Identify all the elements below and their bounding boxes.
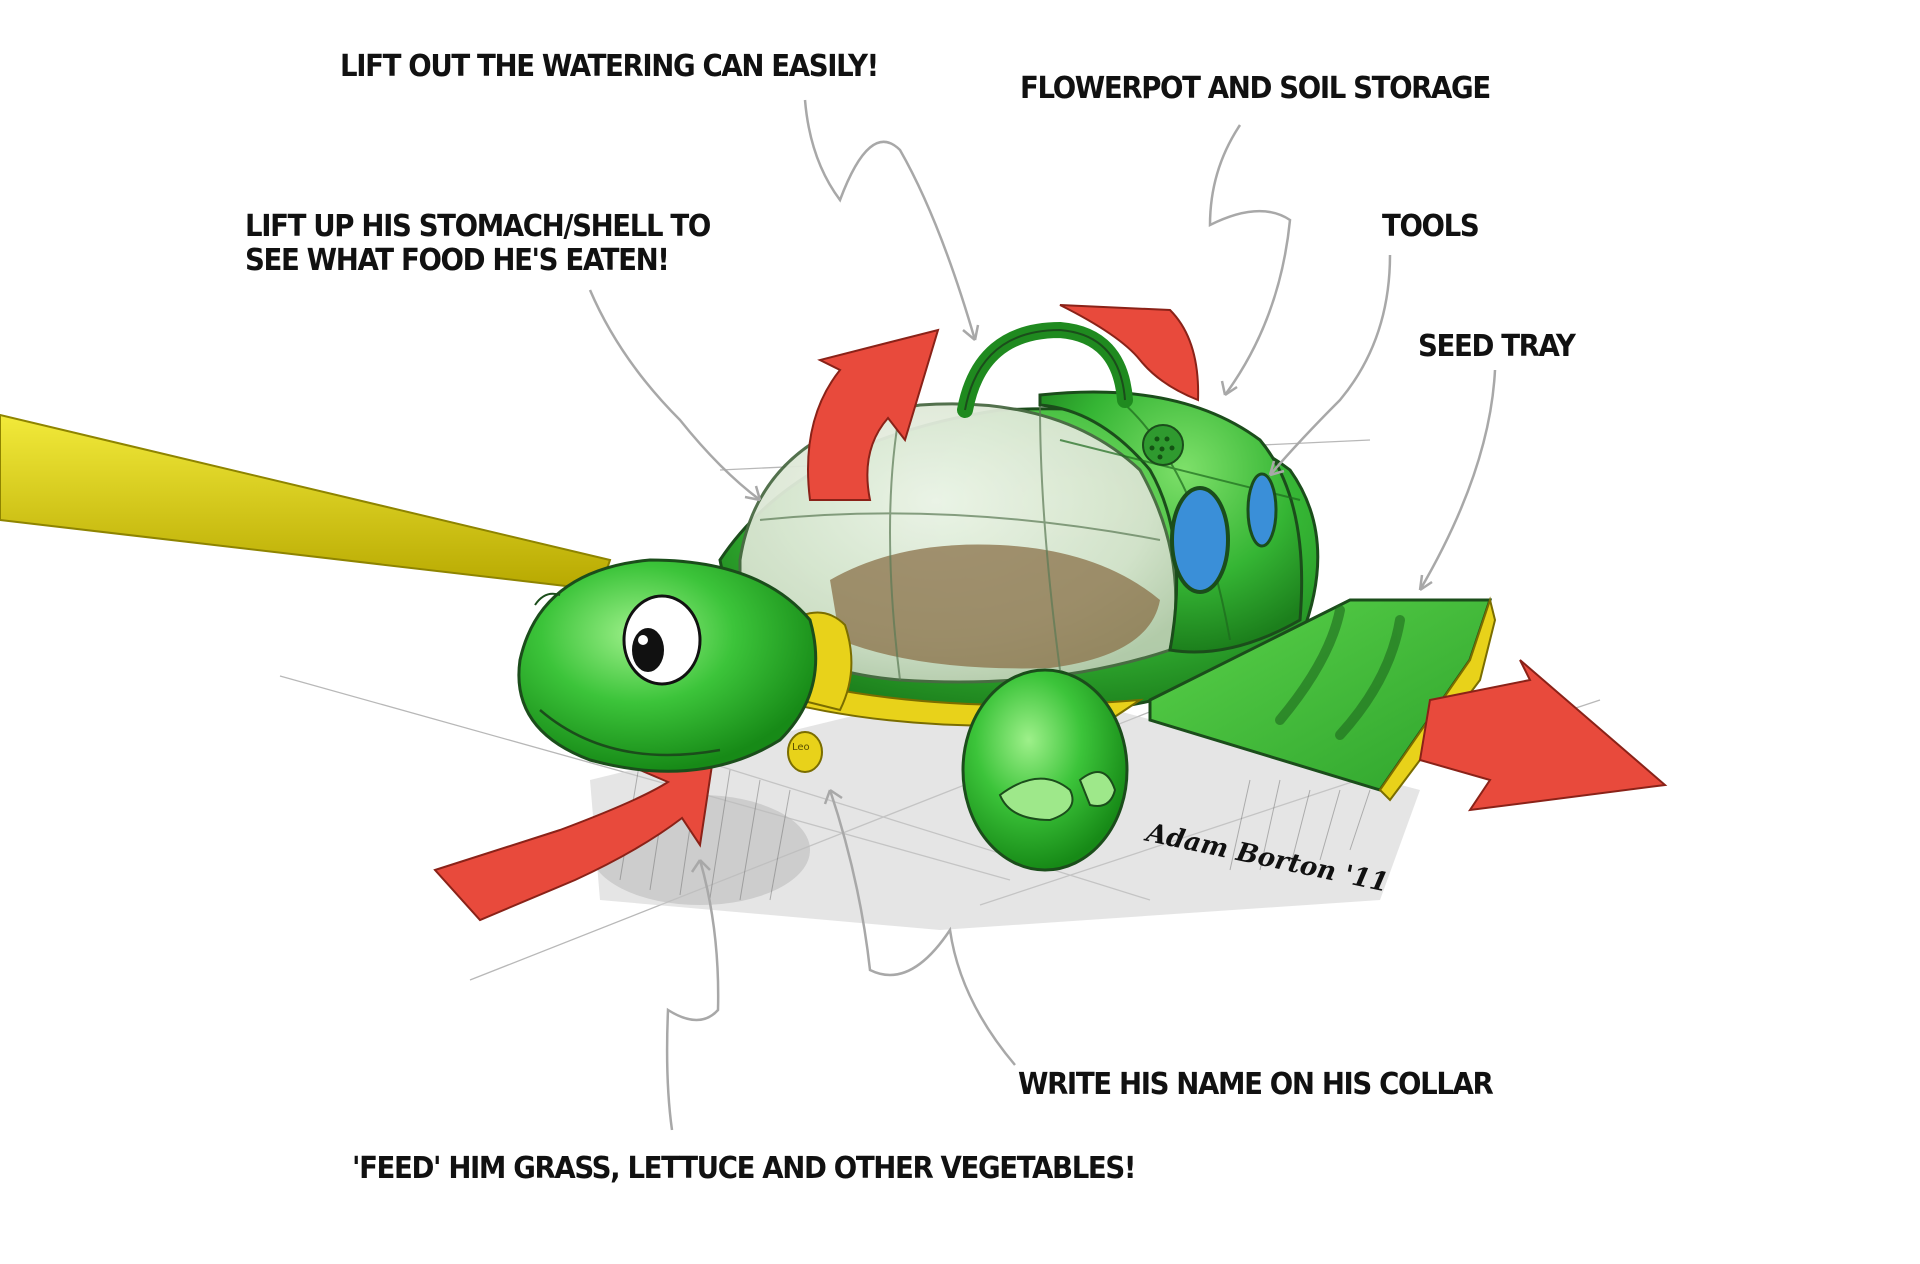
lift-arrow-left — [807, 328, 940, 501]
collar-pointer — [828, 789, 1016, 1066]
seed-tray-pointer — [1418, 369, 1497, 591]
flowerpot-callout: FLOWERPOT AND SOIL STORAGE — [1020, 71, 1491, 106]
toe — [1078, 771, 1117, 807]
watering-can-callout: LIFT OUT THE WATERING CAN EASILY! — [340, 49, 879, 84]
stomach-callout: LIFT UP HIS STOMACH/SHELL TO SEE WHAT FO… — [245, 209, 711, 278]
tools-pointer — [1269, 254, 1392, 476]
leash — [0, 413, 612, 592]
tray-grooves — [1275, 605, 1405, 740]
stomach-callout-line-1: LIFT UP HIS STOMACH/SHELL TO — [245, 209, 711, 244]
dome-panel-lines — [759, 404, 1161, 681]
feed-pointer — [665, 859, 720, 1131]
tray-edge — [1378, 596, 1497, 802]
name-tag-text: Leo — [792, 742, 810, 753]
storage-window — [1170, 486, 1230, 594]
feed-arrow — [433, 743, 717, 922]
far-eye — [534, 592, 561, 606]
lift-arrow-right — [1059, 304, 1200, 402]
flowerpot-pointer — [1208, 124, 1292, 396]
seed-tray-callout: SEED TRAY — [1418, 329, 1576, 364]
stomach-callout-line-2: SEE WHAT FOOD HE'S EATEN! — [245, 243, 670, 278]
tools-callout: TOOLS — [1382, 209, 1480, 244]
callout-lines — [588, 99, 1497, 1131]
pupil — [632, 628, 664, 672]
front-leg — [961, 668, 1129, 872]
name-tag — [787, 731, 823, 773]
handle-outline — [964, 328, 1126, 411]
soil — [830, 544, 1160, 669]
mouth — [539, 709, 721, 757]
collar-callout: WRITE HIS NAME ON HIS COLLAR — [1018, 1067, 1494, 1102]
feed-callout: 'FEED' HIM GRASS, LETTUCE AND OTHER VEGE… — [352, 1151, 1136, 1186]
tools-window — [1246, 472, 1278, 548]
watering-can-pointer — [803, 99, 977, 341]
shell-top — [1038, 390, 1304, 654]
watering-can-rose — [1142, 424, 1184, 466]
stomach-pointer — [588, 289, 761, 501]
eye-highlight — [638, 635, 648, 645]
rose-holes — [1149, 436, 1175, 460]
tray-arrow — [1418, 659, 1668, 812]
toe — [998, 777, 1074, 822]
